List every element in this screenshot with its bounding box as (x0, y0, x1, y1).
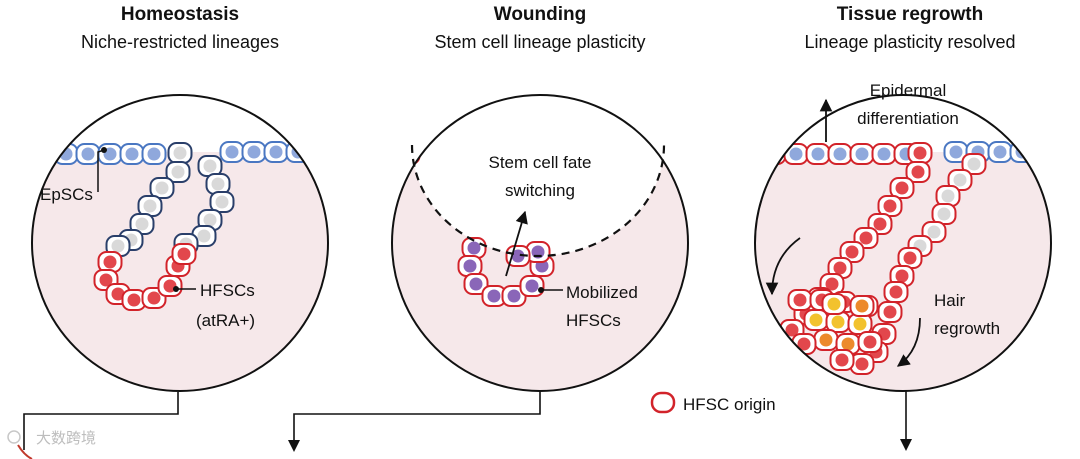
watermark-logo-icon (7, 430, 21, 444)
panel-tissue-regrowth: Epidermal differentiation Hair regrowth (754, 81, 1052, 451)
cell-purple (457, 255, 483, 277)
wound-boundary (410, 144, 666, 258)
fate-switch-label-1: Stem cell fate (489, 153, 592, 172)
cell-blue (119, 143, 145, 165)
legend-swatch-hfsc-origin (650, 391, 676, 414)
epidermal-label-1: Epidermal (870, 81, 947, 100)
panel-wounding: Stem cell fate switching Mobilized HFSCs (288, 94, 689, 452)
panel3-connector-arrowhead (900, 439, 912, 451)
cell-greyN (197, 155, 223, 177)
cell-red (857, 331, 883, 353)
cell-blueR (827, 143, 853, 165)
cell-blueR (761, 143, 787, 165)
hfscs-label: HFSCs (200, 281, 255, 300)
cell-purple (519, 275, 545, 297)
cell-red (787, 289, 813, 311)
cell-blue (219, 141, 245, 163)
cell-purple (463, 273, 489, 295)
fate-switch-label-2: switching (505, 181, 575, 200)
mobilized-label-2: HFSCs (566, 311, 621, 330)
cell-blueR (783, 143, 809, 165)
cell-orange (813, 329, 839, 351)
cell-greyN (149, 177, 175, 199)
panel1-connector-tail (17, 444, 33, 459)
panel1-subtitle: Niche-restricted lineages (81, 32, 279, 52)
hair-label-2: regrowth (934, 319, 1000, 338)
cell-red (897, 247, 923, 269)
epscs-label: EpSCs (40, 185, 93, 204)
cell-red (829, 349, 855, 371)
panel2-connector-arrowhead (288, 440, 300, 452)
cell-blue (987, 141, 1013, 163)
panel-homeostasis: EpSCs HFSCs (atRA+) (17, 94, 329, 459)
watermark-text: 大数跨境 (36, 429, 96, 447)
mobilized-label-1: Mobilized (566, 283, 638, 302)
atra-label: (atRA+) (196, 311, 255, 330)
legend-hfsc-origin-label: HFSC origin (683, 395, 776, 414)
panel2-subtitle: Stem cell lineage plasticity (434, 32, 645, 52)
cell-blueR (849, 143, 875, 165)
cell-red (877, 195, 903, 217)
cell-blue (241, 141, 267, 163)
cell-red (157, 275, 183, 297)
panel1-connector (23, 392, 179, 450)
downgrowth-arrow (765, 237, 801, 296)
cell-yellow (803, 309, 829, 331)
fate-switch-arrow (505, 210, 528, 277)
panel2-connector (293, 391, 541, 448)
cell-red (839, 241, 865, 263)
cell-greyN (167, 142, 193, 164)
cell-greyR (947, 169, 973, 191)
cell-yellow (821, 293, 847, 315)
panel3-title: Tissue regrowth (837, 4, 983, 25)
cell-red (171, 243, 197, 265)
cell-blue (75, 143, 101, 165)
cell-blue (263, 141, 289, 163)
cell-greyN (205, 173, 231, 195)
cell-yellow (825, 311, 851, 333)
cell-greyR (961, 153, 987, 175)
panel3-circle (754, 94, 1052, 392)
cell-blueR (805, 143, 831, 165)
cell-red (907, 142, 933, 164)
cell-yellow (847, 313, 873, 335)
hair-label-1: Hair (934, 291, 966, 310)
cell-red (905, 161, 931, 183)
cell-greyN (129, 213, 155, 235)
legend: HFSC origin (650, 391, 776, 414)
cell-blue (32, 143, 57, 165)
cell-red (889, 177, 915, 199)
cell-orange (849, 295, 875, 317)
cell-greyR (935, 185, 961, 207)
cell-red (877, 301, 903, 323)
epidermal-label-2: differentiation (857, 109, 959, 128)
cell-greyR (931, 203, 957, 225)
cell-greyN (209, 191, 235, 213)
cell-blueR (871, 143, 897, 165)
cell-purple (481, 285, 507, 307)
cell-red (97, 251, 123, 273)
cell-blue (943, 141, 969, 163)
cell-blue (97, 143, 123, 165)
panel3-subtitle: Lineage plasticity resolved (804, 32, 1015, 52)
panel1-circle (31, 94, 329, 392)
watermark: 大数跨境 (7, 429, 96, 447)
panel1-title: Homeostasis (121, 4, 239, 25)
panel2-title: Wounding (494, 4, 587, 25)
cell-blue (1031, 141, 1051, 163)
hair-regrowth-arrow (896, 317, 921, 367)
cell-blue (307, 141, 328, 163)
cell-greyN (165, 161, 191, 183)
cell-red (883, 281, 909, 303)
cell-purple (505, 245, 531, 267)
cell-blue (141, 143, 167, 165)
